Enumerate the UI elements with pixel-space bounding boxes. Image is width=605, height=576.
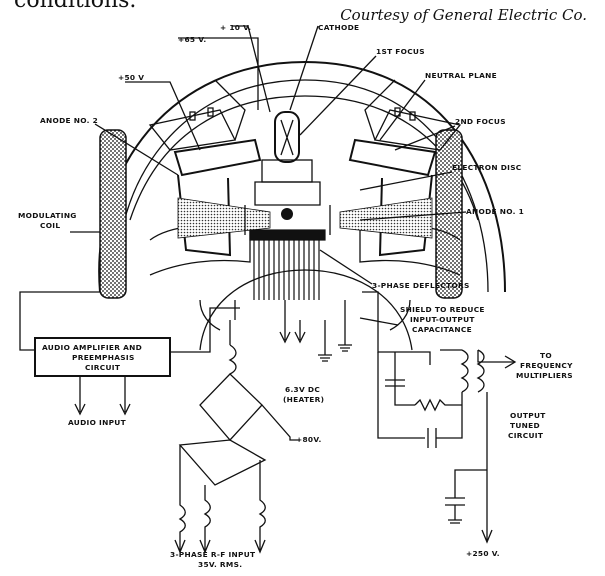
electron-disc-left	[177, 197, 271, 239]
label-anode-1: ANODE NO. 1	[466, 207, 524, 216]
leader-lines	[70, 25, 467, 326]
label-plus10: + 10 V.	[220, 23, 251, 32]
label-modulating-coil-2: COIL	[40, 221, 60, 230]
label-second-focus: 2ND FOCUS	[455, 117, 506, 126]
label-first-focus: 1ST FOCUS	[376, 47, 425, 56]
cathode-column	[244, 111, 331, 235]
label-freq-mult-1: TO	[540, 351, 552, 360]
labels: +65 V. + 10 V. CATHODE 1ST FOCUS +50 V N…	[18, 23, 573, 569]
label-freq-mult-3: MULTIPLIERS	[516, 371, 573, 380]
label-audio-input: AUDIO INPUT	[68, 418, 126, 427]
label-rf-input-2: 35V. RMS.	[198, 560, 242, 569]
label-tuned-2: TUNED	[510, 421, 540, 430]
caption-fragment: conditions.	[14, 0, 137, 13]
label-deflectors: 3-PHASE DEFLECTORS	[372, 281, 470, 290]
anode-left	[148, 79, 262, 276]
label-heater-1: 6.3V DC	[285, 385, 320, 394]
label-tuned-3: CIRCUIT	[508, 431, 543, 440]
label-audio-amp-1: AUDIO AMPLIFIER AND	[42, 343, 142, 352]
label-cathode: CATHODE	[318, 23, 359, 32]
label-rf-input-1: 3-PHASE R-F INPUT	[170, 550, 255, 559]
label-tuned-1: OUTPUT	[510, 411, 546, 420]
label-shield-3: CAPACITANCE	[412, 325, 472, 334]
label-plus50: +50 V	[118, 73, 144, 82]
label-plus80: +80V.	[296, 435, 322, 444]
label-modulating-coil-1: MODULATING	[18, 211, 77, 220]
external-circuit	[19, 291, 517, 554]
label-anode-2: ANODE NO. 2	[40, 116, 98, 125]
modulating-coil-left	[99, 129, 127, 299]
deflector-comb	[249, 229, 326, 300]
label-shield-2: INPUT-OUTPUT	[410, 315, 475, 324]
label-shield-1: SHIELD TO REDUCE	[400, 305, 485, 314]
label-freq-mult-2: FREQUENCY	[520, 361, 573, 370]
label-plus65: +65 V.	[178, 35, 206, 44]
credit-line: Courtesy of General Electric Co.	[340, 6, 587, 24]
label-audio-amp-3: CIRCUIT	[85, 363, 120, 372]
label-audio-amp-2: PREEMPHASIS	[72, 353, 135, 362]
label-plus250: +250 V.	[466, 549, 500, 558]
label-heater-2: (HEATER)	[283, 395, 324, 404]
label-neutral-plane: NEUTRAL PLANE	[425, 71, 497, 80]
label-electron-disc: ELECTRON DISC	[452, 163, 522, 172]
audio-amplifier-box	[34, 337, 171, 377]
